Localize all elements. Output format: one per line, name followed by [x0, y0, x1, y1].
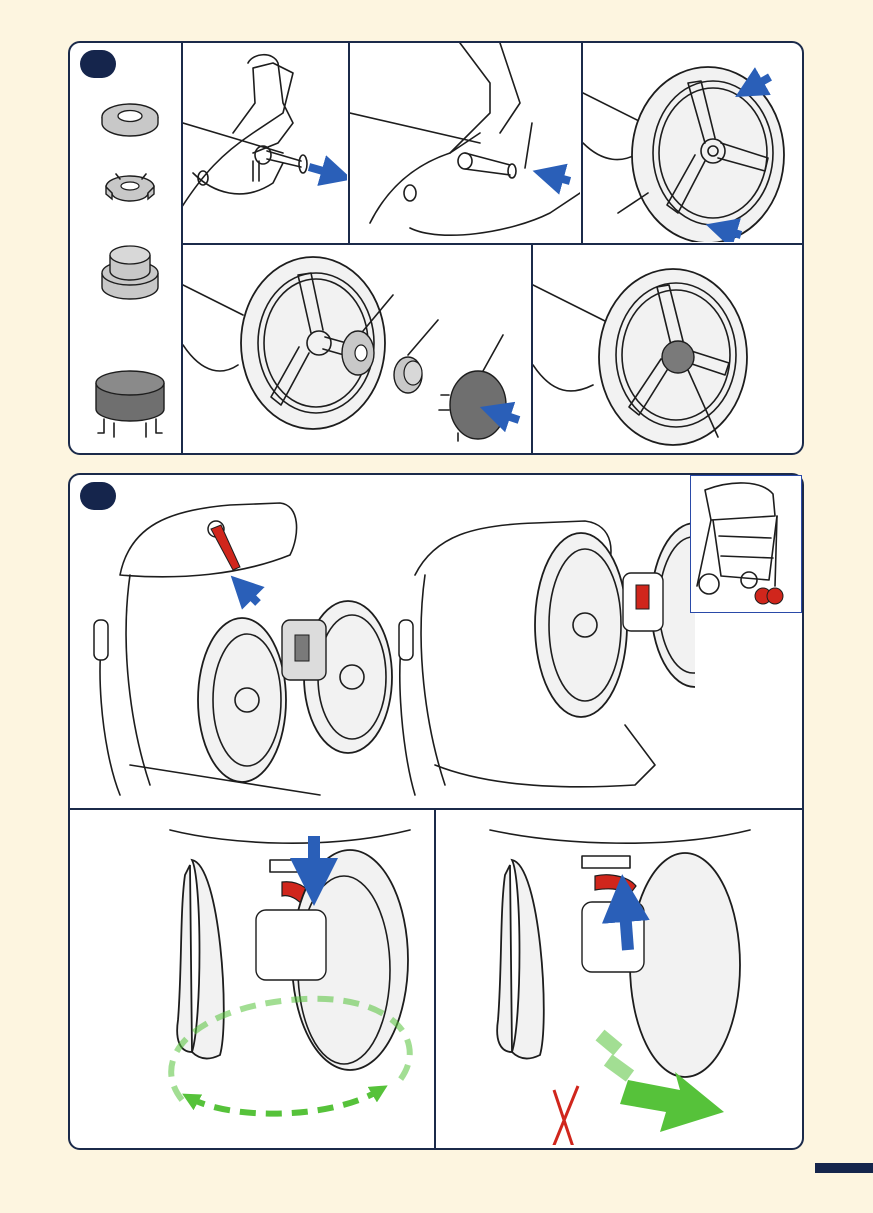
parts-list [90, 83, 170, 453]
step-press-release-lever [90, 495, 410, 805]
bushing-icon [102, 246, 158, 299]
clip-ring-icon [106, 174, 154, 201]
hub-cap-icon [96, 371, 164, 437]
assembly-panel-front-wheels [68, 41, 804, 455]
step-swivel-front-wheel [130, 820, 430, 1145]
bushing-icon [394, 357, 422, 393]
step-remove-axle-pin [183, 43, 347, 242]
step-badge-a [80, 50, 116, 78]
step-insert-axle-pin [350, 43, 580, 242]
washer-icon [102, 104, 158, 136]
step-fit-wheel [583, 43, 804, 242]
step-lock-front-wheel [470, 820, 800, 1145]
page-number-tab [815, 1163, 873, 1173]
stroller-thumbnail [690, 475, 802, 613]
hub-cap-icon [439, 371, 506, 441]
step-wheels-folded [395, 495, 695, 805]
step-wheel-cap-fitted [533, 245, 804, 455]
step-fit-clip-bushing-cap [183, 245, 530, 455]
clip-ring-icon [342, 331, 374, 375]
